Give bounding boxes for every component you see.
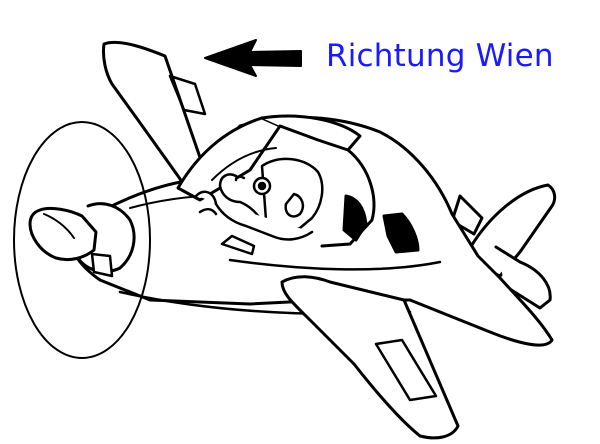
lower-wing (280, 275, 460, 440)
pilot-figure (194, 157, 324, 256)
nose-and-propeller (13, 121, 151, 359)
canopy (176, 114, 420, 254)
arrow-left-icon (204, 39, 302, 77)
direction-caption: Richtung Wien (326, 38, 554, 74)
